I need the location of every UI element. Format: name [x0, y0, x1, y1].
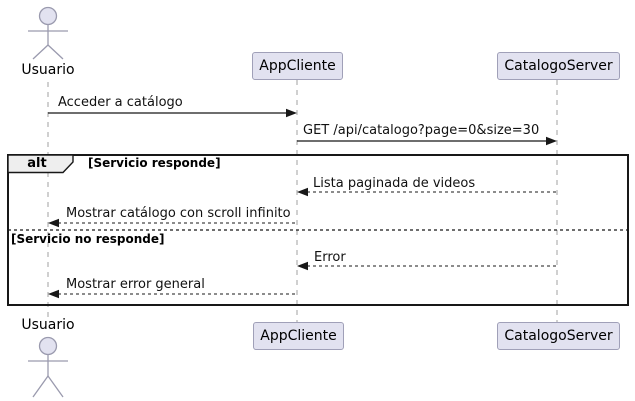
- participant-label: AppCliente: [260, 328, 337, 344]
- arrowhead-left-icon: [297, 261, 308, 271]
- arrowhead-left-icon: [297, 187, 308, 197]
- arrowhead-right-icon: [286, 108, 297, 118]
- actor-head-icon: [38, 336, 58, 356]
- actor-leg-right: [47, 375, 64, 398]
- actor-head-icon: [38, 6, 58, 26]
- actor-leg-right: [47, 44, 64, 60]
- actor-figure-top: [28, 6, 68, 60]
- message-label-3: Lista paginada de videos: [313, 176, 476, 191]
- actor-label-bottom: Usuario: [21, 317, 75, 333]
- message-label-6: Mostrar error general: [66, 277, 205, 292]
- actor-leg-left: [32, 375, 49, 398]
- message-label-1: Acceder a catálogo: [58, 95, 183, 110]
- actor-leg-left: [32, 44, 49, 60]
- actor-figure-bottom: [28, 336, 68, 398]
- participant-appcliente-top: AppCliente: [252, 52, 343, 80]
- message-label-2: GET /api/catalogo?page=0&size=30: [303, 123, 540, 138]
- arrowhead-left-icon: [48, 218, 59, 228]
- alt-guard-secondary: [Servicio no responde]: [11, 232, 165, 246]
- arrowhead-left-icon: [48, 289, 59, 299]
- participant-appcliente-bottom: AppCliente: [253, 322, 344, 350]
- alt-operator-label: alt: [27, 156, 47, 171]
- participant-catalogoserver-top: CatalogoServer: [497, 52, 620, 80]
- alt-guard-primary: [Servicio responde]: [88, 156, 221, 170]
- arrowhead-right-icon: [546, 136, 557, 146]
- participant-label: CatalogoServer: [504, 328, 613, 344]
- participant-label: CatalogoServer: [504, 58, 613, 74]
- alt-operator-pentagon: [7, 154, 74, 174]
- actor-label-top: Usuario: [21, 62, 75, 78]
- message-label-4: Mostrar catálogo con scroll infinito: [66, 206, 291, 221]
- participant-catalogoserver-bottom: CatalogoServer: [497, 322, 620, 350]
- participant-label: AppCliente: [259, 58, 336, 74]
- message-label-5: Error: [314, 250, 346, 265]
